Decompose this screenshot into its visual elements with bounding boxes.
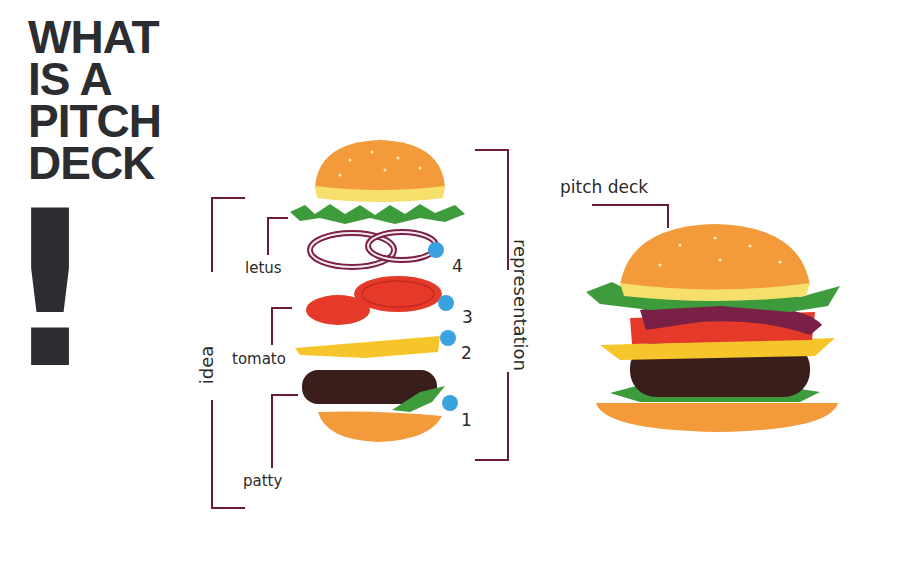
part-name: letus — [245, 259, 282, 277]
part-name: pitch deck — [560, 177, 648, 197]
part-name: tomato — [232, 350, 286, 368]
exploded-burger — [290, 140, 465, 442]
callout-number: 1 — [461, 410, 472, 430]
callout-number: 4 — [452, 256, 463, 276]
assembled-burger — [586, 224, 840, 432]
callout-number: 3 — [462, 307, 473, 327]
title: WHAT IS A PITCH DECK — [28, 16, 193, 184]
group-label: idea — [196, 346, 217, 385]
brackets — [212, 150, 668, 508]
callout-number: 2 — [461, 343, 472, 363]
exclamation-mark: ! — [1, 183, 99, 398]
group-label: representation — [510, 239, 531, 371]
part-name: patty — [243, 472, 282, 490]
